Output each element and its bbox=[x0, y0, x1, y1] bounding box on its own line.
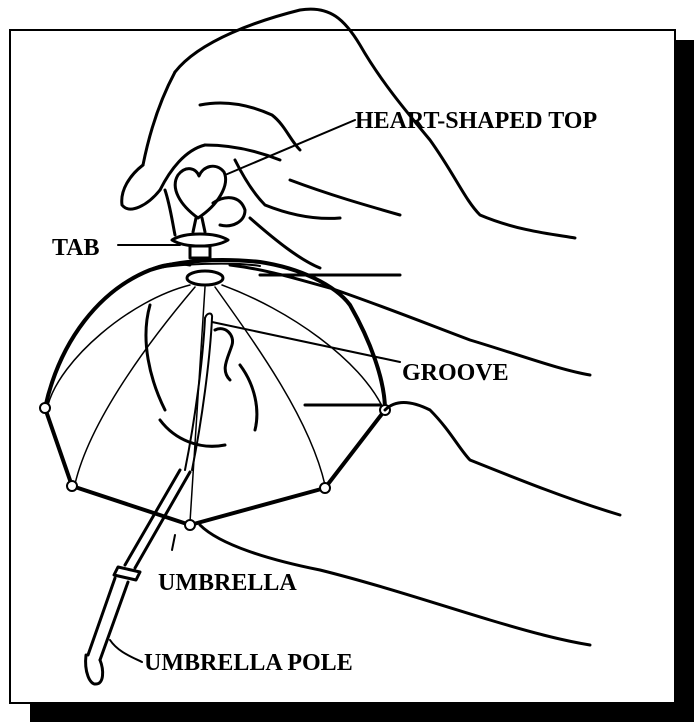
label-tab: TAB bbox=[52, 235, 100, 261]
tab bbox=[172, 234, 228, 258]
label-umbrella: UMBRELLA bbox=[158, 570, 297, 596]
label-umbrella-pole: UMBRELLA POLE bbox=[144, 650, 353, 676]
upper-hand bbox=[122, 9, 575, 268]
label-heart-shaped-top: HEART-SHAPED TOP bbox=[355, 108, 597, 134]
label-groove: GROOVE bbox=[402, 360, 509, 386]
umbrella-canopy bbox=[40, 260, 390, 530]
heart-shaped-top bbox=[175, 166, 225, 232]
